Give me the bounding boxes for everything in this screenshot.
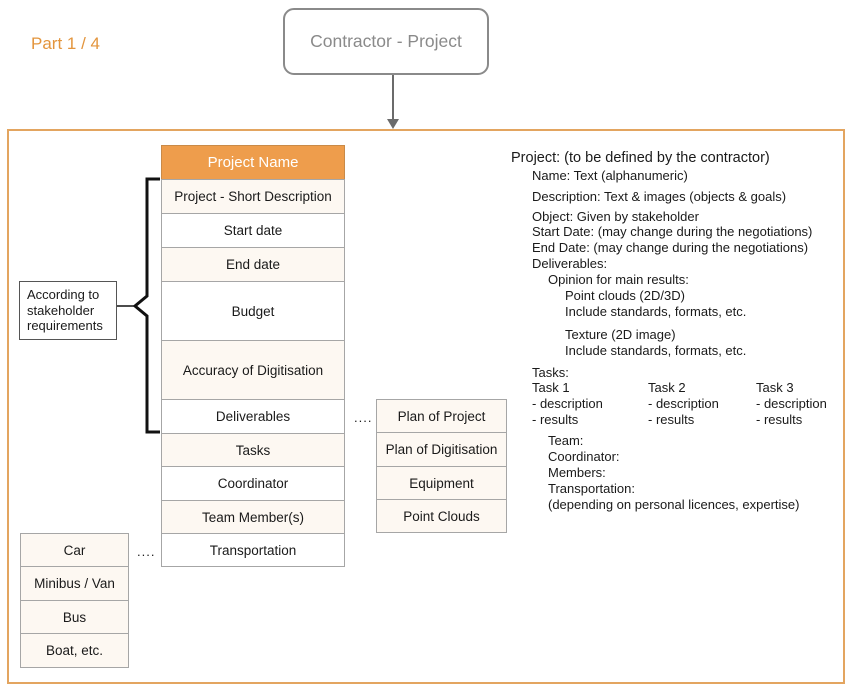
transport-item: Boat, etc. bbox=[20, 633, 129, 668]
details-title: Project: (to be defined by the contracto… bbox=[511, 150, 770, 166]
details-point-clouds: Point clouds (2D/3D) bbox=[565, 288, 685, 303]
row-end-date: End date bbox=[161, 247, 345, 282]
row-tasks: Tasks bbox=[161, 433, 345, 467]
row-label: Start date bbox=[223, 223, 283, 238]
details-pc-standards: Include standards, formats, etc. bbox=[565, 304, 747, 319]
details-object: Object: Given by stakeholder bbox=[532, 209, 699, 224]
details-tasks: Tasks: bbox=[532, 365, 569, 380]
row-short-description: Project - Short Description bbox=[161, 179, 345, 214]
details-members: Members: bbox=[548, 465, 606, 480]
transport-label: Minibus / Van bbox=[34, 576, 115, 591]
stakeholder-line-3: requirements bbox=[27, 318, 103, 333]
details-name: Name: Text (alphanumeric) bbox=[532, 168, 688, 183]
stakeholder-line-2: stakeholder bbox=[27, 302, 95, 318]
row-label: End date bbox=[225, 257, 281, 272]
deliverable-item: Point Clouds bbox=[376, 499, 507, 533]
transport-ellipsis: .... bbox=[137, 544, 156, 559]
details-end-date: End Date: (may change during the negotia… bbox=[532, 240, 809, 255]
deliverable-item: Equipment bbox=[376, 466, 507, 500]
contractor-project-box: Contractor - Project bbox=[283, 8, 489, 75]
transport-label: Bus bbox=[62, 609, 87, 625]
row-accuracy: Accuracy of Digitisation bbox=[161, 340, 345, 400]
task-3-description: - description bbox=[756, 396, 827, 411]
row-transportation: Transportation bbox=[161, 533, 345, 567]
arrow-head bbox=[387, 119, 399, 129]
details-opinion: Opinion for main results: bbox=[548, 272, 689, 287]
stakeholder-requirements-box: According to stakeholder requirements bbox=[19, 281, 117, 340]
row-label: Tasks bbox=[235, 442, 271, 458]
row-start-date: Start date bbox=[161, 213, 345, 248]
transport-item: Bus bbox=[20, 600, 129, 634]
row-label: Transportation bbox=[209, 542, 297, 558]
contractor-project-label: Contractor - Project bbox=[310, 31, 462, 51]
project-name-label: Project Name bbox=[207, 154, 299, 171]
details-coordinator: Coordinator: bbox=[548, 449, 620, 464]
details-team: Team: bbox=[548, 433, 584, 448]
task-2-name: Task 2 bbox=[648, 380, 686, 395]
deliverable-item: Plan of Digitisation bbox=[376, 432, 507, 467]
row-deliverables: Deliverables bbox=[161, 399, 345, 434]
deliverable-label: Point Clouds bbox=[403, 508, 480, 524]
task-3-name: Task 3 bbox=[756, 380, 794, 395]
row-label: Deliverables bbox=[215, 409, 291, 424]
row-label: Budget bbox=[231, 303, 275, 319]
details-texture: Texture (2D image) bbox=[565, 327, 676, 342]
project-frame bbox=[7, 129, 845, 684]
part-label: Part 1 / 4 bbox=[31, 34, 100, 53]
row-label: Coordinator bbox=[217, 476, 289, 491]
row-label: Accuracy of Digitisation bbox=[182, 362, 324, 378]
details-texture-standards: Include standards, formats, etc. bbox=[565, 343, 747, 358]
deliverable-label: Plan of Digitisation bbox=[385, 442, 498, 457]
task-3-results: - results bbox=[756, 412, 803, 427]
details-deliverables: Deliverables: bbox=[532, 256, 608, 271]
task-2-description: - description bbox=[648, 396, 719, 411]
deliverable-label: Equipment bbox=[409, 475, 474, 491]
row-label: Project - Short Description bbox=[174, 189, 332, 204]
project-name-header: Project Name bbox=[161, 145, 345, 180]
details-licences: (depending on personal licences, experti… bbox=[548, 497, 800, 512]
details-start-date: Start Date: (may change during the negot… bbox=[532, 224, 813, 239]
deliverables-ellipsis: .... bbox=[354, 410, 373, 425]
task-1-description: - description bbox=[532, 396, 603, 411]
task-1-name: Task 1 bbox=[532, 380, 570, 395]
row-team-members: Team Member(s) bbox=[161, 500, 345, 534]
row-coordinator: Coordinator bbox=[161, 466, 345, 501]
row-label: Team Member(s) bbox=[201, 509, 304, 525]
deliverable-label: Plan of Project bbox=[397, 408, 486, 424]
transport-label: Boat, etc. bbox=[45, 643, 104, 658]
details-description: Description: Text & images (objects & go… bbox=[532, 189, 787, 204]
transport-item: Minibus / Van bbox=[20, 566, 129, 601]
row-budget: Budget bbox=[161, 281, 345, 341]
details-transportation: Transportation: bbox=[548, 481, 635, 496]
transport-label: Car bbox=[63, 542, 86, 558]
task-1-results: - results bbox=[532, 412, 579, 427]
transport-item: Car bbox=[20, 533, 129, 567]
task-2-results: - results bbox=[648, 412, 695, 427]
stakeholder-brace bbox=[132, 177, 160, 434]
stakeholder-line-1: According to bbox=[27, 287, 100, 302]
deliverable-item: Plan of Project bbox=[376, 399, 507, 433]
